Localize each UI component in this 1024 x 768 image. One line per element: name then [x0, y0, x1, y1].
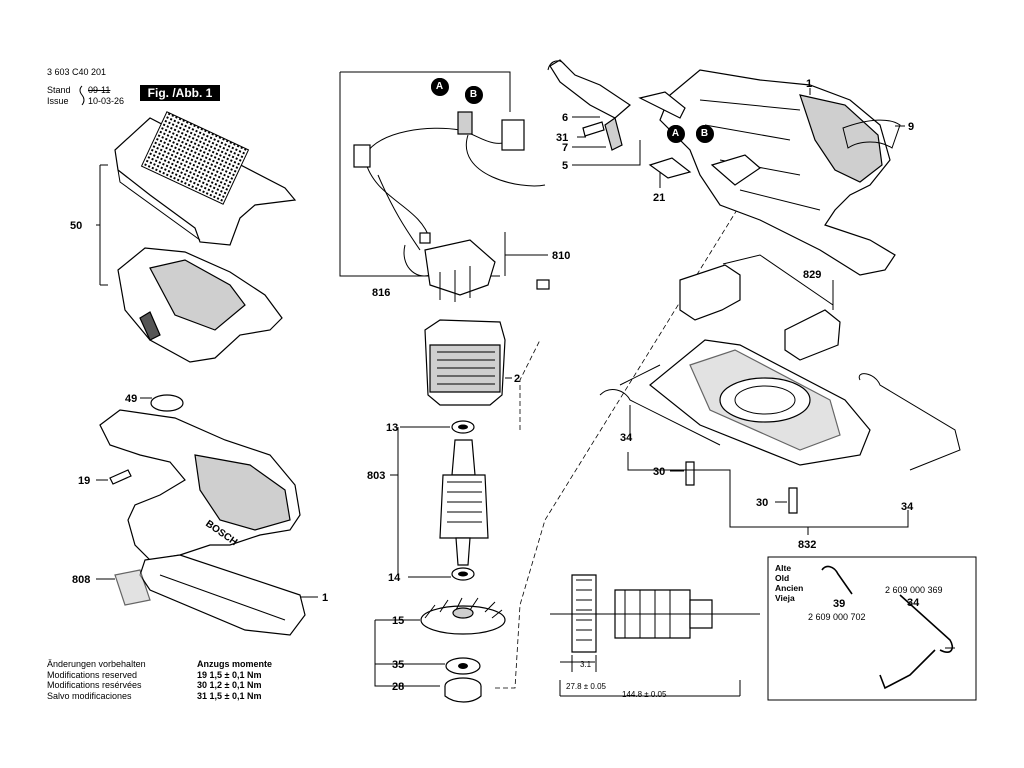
connector-b-top: B — [465, 86, 482, 103]
callout-14: 14 — [388, 572, 401, 584]
callout-35: 35 — [392, 659, 404, 671]
dim-3-1: 3.1 — [580, 660, 592, 669]
legend-languages: Alte Old Ancien Vieja — [775, 563, 803, 603]
torque-row-19: 19 1,5 ± 0,1 Nm — [197, 669, 262, 680]
housing-drawing: BOSCH — [99, 394, 306, 636]
callout-810: 810 — [552, 250, 570, 262]
base-plate-drawing — [599, 264, 961, 514]
dust-box-body-drawing — [117, 247, 283, 363]
note-de: Änderungen vorbehalten — [47, 659, 146, 669]
armature-stack-drawing — [420, 420, 506, 703]
callout-34-right: 34 — [901, 501, 914, 513]
fan-shroud-9 — [842, 119, 901, 149]
callout-2: 2 — [514, 373, 520, 385]
callout-1-upper: 1 — [806, 78, 812, 90]
stand-value: 09-11 — [88, 85, 111, 95]
note-fr: Modifications resérvées — [47, 680, 142, 690]
callout-15: 15 — [392, 615, 404, 627]
note-en: Modifications reserved — [47, 669, 138, 680]
callout-5: 5 — [562, 160, 568, 172]
connector-b-middle: B — [696, 125, 713, 142]
connector-a-middle: A — [667, 125, 684, 142]
callout-50: 50 — [70, 220, 82, 232]
legend-lang-es: Vieja — [775, 593, 795, 603]
callout-6: 6 — [562, 112, 568, 124]
dust-box-lid-drawing — [114, 111, 297, 246]
issue-label: Issue — [47, 96, 69, 106]
stand-label: Stand — [47, 85, 71, 95]
callout-49: 49 — [125, 393, 137, 405]
callout-1-lower: 1 — [322, 592, 328, 604]
callout-816: 816 — [372, 287, 390, 299]
callout-7: 7 — [562, 142, 568, 154]
cable-guard-6 — [549, 59, 631, 119]
callout-808: 808 — [72, 574, 90, 586]
connector-a-top: A — [431, 78, 448, 95]
legend-lang-de: Alte — [775, 563, 792, 573]
callout-832: 832 — [798, 539, 816, 551]
callout-803: 803 — [367, 470, 385, 482]
issue-value: 10-03-26 — [88, 96, 125, 106]
legend-pn-39: 2 609 000 702 — [808, 612, 866, 622]
legend-pn-34: 2 609 000 369 — [885, 585, 943, 595]
top-housing-drawing — [659, 69, 896, 276]
armature-detail-drawing — [550, 574, 760, 653]
dim-144-8: 144.8 ± 0.05 — [622, 690, 667, 699]
wiring-harness-drawing — [353, 111, 550, 302]
figure-label: Fig. /Abb. 1 — [140, 85, 220, 101]
callout-21: 21 — [653, 192, 665, 204]
legend-lang-en: Old — [775, 573, 790, 583]
callout-31: 31 — [556, 132, 568, 144]
legend-item-34: 34 — [907, 597, 920, 609]
torque-table: Anzugs momente 19 1,5 ± 0,1 Nm 30 1,2 ± … — [197, 659, 272, 701]
callout-829: 829 — [803, 269, 821, 281]
legend-lang-fr: Ancien — [775, 583, 804, 593]
callout-30-left: 30 — [653, 466, 665, 478]
legend-parts-drawing — [821, 565, 954, 690]
dim-27-8: 27.8 ± 0.05 — [566, 682, 607, 691]
torque-row-31: 31 1,5 ± 0,1 Nm — [197, 690, 262, 701]
note-es: Salvo modificaciones — [47, 690, 132, 701]
legend-item-39: 39 — [833, 598, 846, 610]
document-number: 3 603 C40 201 — [47, 67, 107, 77]
change-notes: Änderungen vorbehalten Modifications res… — [47, 659, 146, 701]
callout-13: 13 — [386, 422, 398, 434]
callout-9: 9 — [908, 121, 914, 133]
callout-34-left: 34 — [620, 432, 633, 444]
torque-row-30: 30 1,2 ± 0,1 Nm — [197, 680, 262, 690]
legend-box — [767, 556, 977, 701]
stator-drawing — [424, 319, 506, 406]
callout-19: 19 — [78, 475, 90, 487]
callout-28: 28 — [392, 681, 404, 693]
callout-30-right: 30 — [756, 497, 768, 509]
torque-title: Anzugs momente — [197, 659, 273, 669]
